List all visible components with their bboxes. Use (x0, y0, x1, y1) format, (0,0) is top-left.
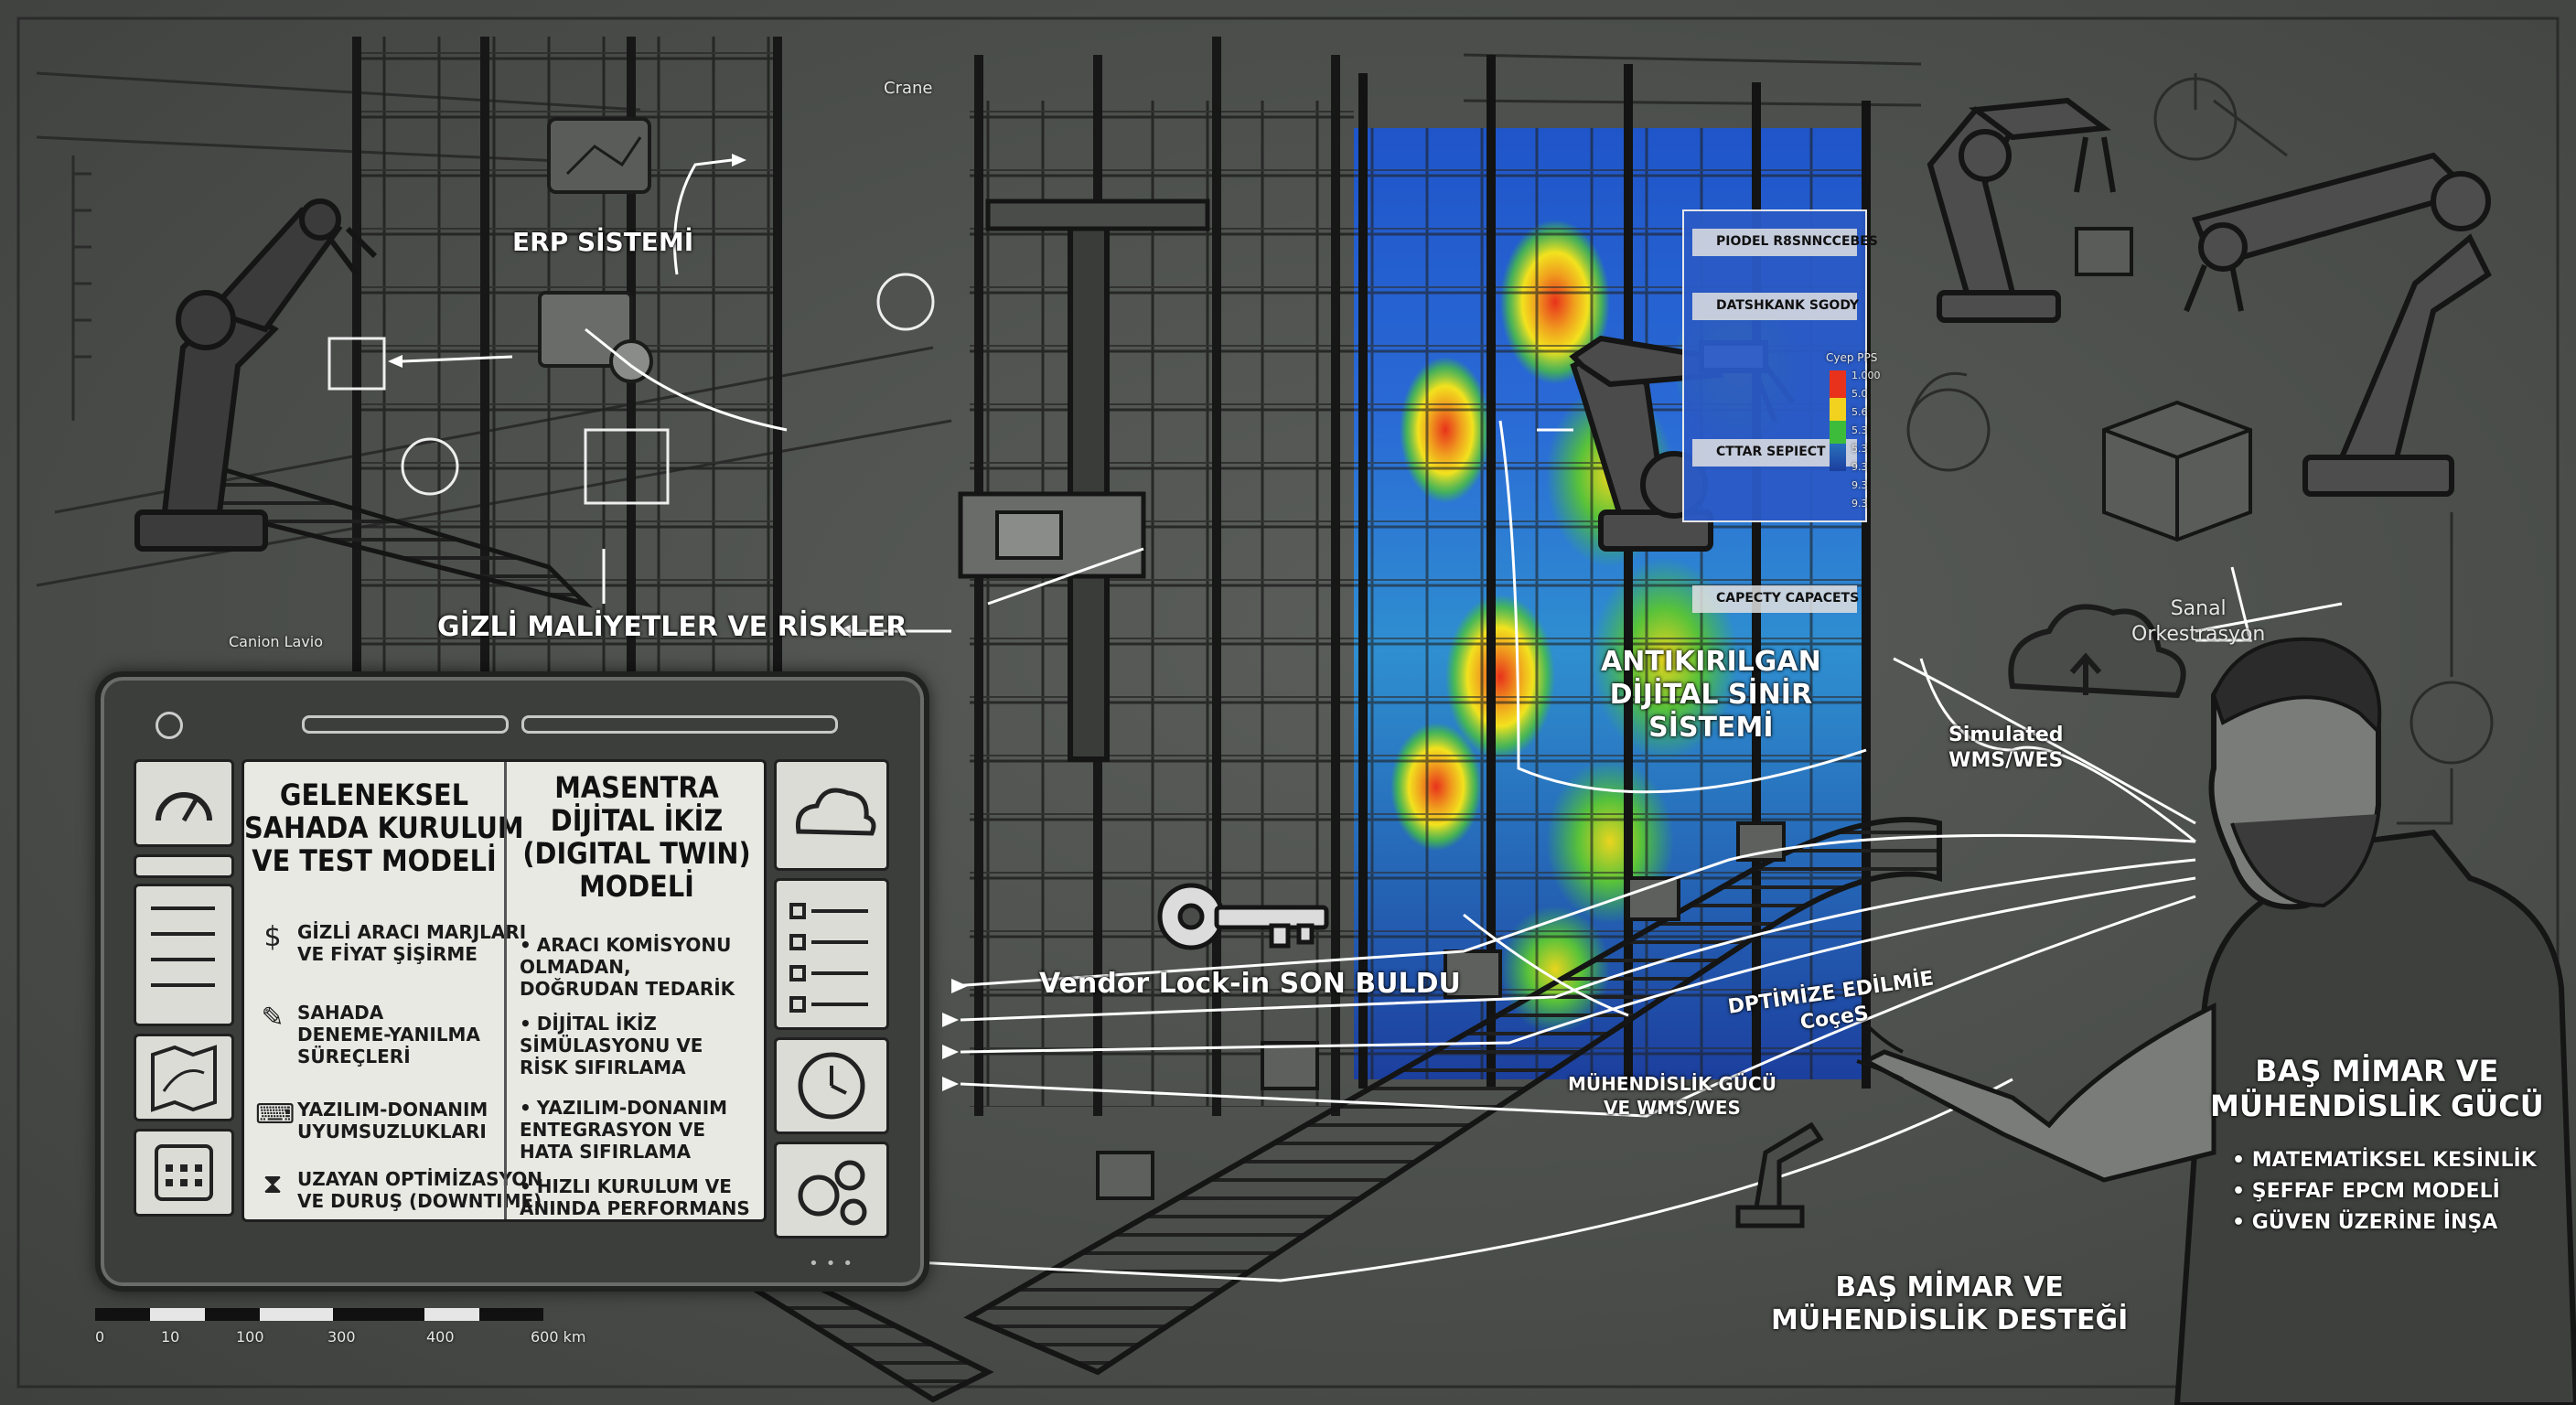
scale-tick-label: 0 (95, 1328, 105, 1346)
cloud-icon (2008, 604, 2186, 699)
robot-arm-small (1735, 1121, 1824, 1228)
stacker-crane (958, 198, 1210, 762)
traditional-model-item: YAZILIM-DONANIM UYUMSUZLUKLARI (297, 1099, 488, 1142)
dashboard-legend-value: 9.3 (1852, 498, 1868, 509)
dashboard-legend-value: 5.0 (1852, 388, 1868, 400)
chief-point-1: • MATEMATİKSEL KESİNLİK (2232, 1149, 2537, 1172)
traditional-model-item: SAHADA DENEME-YANILMA SÜREÇLERİ (297, 1002, 480, 1067)
software-hardware-icon: ⌨ (255, 1099, 295, 1131)
comparison-tablet: GELENEKSEL SAHADA KURULUM VE TEST MODELİ… (95, 671, 929, 1292)
engineering-power-wms-label: MÜHENDİSLİK GÜCÜ VE WMS/WES (1568, 1073, 1776, 1119)
flow-arrows (402, 158, 2343, 1282)
chief-point-3: • GÜVEN ÜZERİNE İNŞA (2232, 1211, 2498, 1234)
cloud-button-icon[interactable] (774, 759, 889, 871)
box-sketches (2075, 227, 2252, 542)
gauge-icon[interactable] (134, 759, 234, 847)
digital-twin-column: MASENTRA DİJİTAL İKİZ (DIGITAL TWIN) MOD… (504, 762, 767, 1219)
digital-twin-item: YAZILIM-DONANIM ENTEGRASYON VE HATA SIFI… (520, 1097, 757, 1163)
traditional-model-item: UZAYAN OPTİMİZASYON VE DURUŞ (DOWNTIME) (297, 1168, 543, 1212)
digital-twin-item: ARACI KOMİSYONU OLMADAN, DOĞRUDAN TEDARİ… (520, 934, 757, 1000)
dashboard-legend-value: 9.3 (1852, 479, 1868, 491)
dashboard-legend-value: 5.3 (1852, 443, 1868, 455)
digital-twin-item: DİJİTAL İKİZ SİMÜLASYONU VE RİSK SIFIRLA… (520, 1013, 757, 1078)
dashboard-legend-value: 9.3 (1852, 461, 1868, 473)
tablet-pill-left (302, 715, 509, 734)
key-icon (1157, 883, 1329, 950)
dashboard-row-3: CTTAR SEPIECT (1716, 445, 1826, 459)
clock-icon[interactable] (774, 1037, 889, 1134)
arrow-heads (388, 154, 968, 1270)
scale-tick-label: 10 (161, 1328, 180, 1346)
robot-arm-right-top (1927, 97, 2116, 323)
canion-label: Canion Lavio (229, 633, 323, 650)
hidden-costs-label: GİZLİ MALİYETLER VE RİSKLER (437, 611, 907, 643)
digital-twin-title: MASENTRA DİJİTAL İKİZ (DIGITAL TWIN) MOD… (522, 770, 751, 904)
erp-system-label: ERP SİSTEMİ (512, 227, 694, 257)
traditional-model-title: GELENEKSEL SAHADA KURULUM VE TEST MODELİ (244, 778, 524, 878)
tablet-topbar (137, 704, 887, 741)
crane-label: Crane (884, 79, 933, 98)
rack-middle (970, 37, 1354, 1116)
traditional-model-item: GİZLİ ARACI MARJLARI VE FİYAT ŞİŞİRME (297, 921, 527, 965)
chief-architect-figure (1856, 637, 2576, 1405)
gears-icon[interactable] (774, 1142, 889, 1239)
dashboard-board (1682, 209, 1867, 613)
vendor-lock-label: Vendor Lock-in SON BULDU (1039, 968, 1461, 1000)
money-bag-icon: $ (263, 921, 282, 953)
antifragile-label: ANTIKIRILGAN DİJİTAL SİNİR SİSTEMİ (1601, 646, 1821, 744)
hourglass-icon: ⧗ (263, 1168, 283, 1200)
scale-tick-label: 100 (236, 1328, 264, 1346)
dashboard-row-4: CAPECTY CAPACETS (1716, 591, 1860, 606)
scale-tick-label: 600 km (531, 1328, 586, 1346)
robot-arm-left (134, 198, 378, 552)
trial-error-icon: ✎ (261, 1002, 284, 1034)
calendar-icon[interactable] (134, 1129, 234, 1217)
dashboard-legend-value: 1.000 (1852, 370, 1881, 381)
digital-twin-item: HIZLI KURULUM VE ANINDA PERFORMANS (520, 1175, 757, 1219)
chief-support-label: BAŞ MİMAR VE MÜHENDİSLİK DESTEĞİ (1771, 1271, 2129, 1336)
dashboard-row-2: DATSHKANK SGODY (1716, 298, 1860, 313)
map-icon[interactable] (134, 1034, 234, 1121)
scale-bar (95, 1308, 543, 1321)
chief-point-2: • ŞEFFAF EPCM MODELİ (2232, 1180, 2500, 1203)
dashboard-legend-title: Cyep PPS (1826, 351, 1878, 364)
refresh-icon (156, 712, 183, 739)
scale-tick-label: 400 (426, 1328, 455, 1346)
dashboard-legend-value: 5.3 (1852, 424, 1868, 436)
traditional-model-column: GELENEKSEL SAHADA KURULUM VE TEST MODELİ… (244, 762, 543, 1219)
tablet-dots: ••• (809, 1254, 860, 1273)
slider-control[interactable] (134, 854, 234, 878)
panel-list-icon[interactable] (774, 878, 889, 1030)
tablet-pill-right (521, 715, 838, 734)
dashboard-legend-value: 5.6 (1852, 406, 1868, 418)
virtual-orchestration-label: Sanal Orkestrasyon (2131, 597, 2266, 646)
dashboard-row-1: PIODEL R8SNNCCEBES (1716, 234, 1878, 249)
chief-points-list: • MATEMATİKSEL KESİNLİK • ŞEFFAF EPCM MO… (2232, 1145, 2537, 1239)
scale-tick-label: 300 (327, 1328, 356, 1346)
robot-arm-right (2184, 152, 2492, 497)
chief-power-label: BAŞ MİMAR VE MÜHENDİSLİK GÜCÜ (2210, 1054, 2544, 1123)
comparison-panel: GELENEKSEL SAHADA KURULUM VE TEST MODELİ… (242, 759, 767, 1222)
list-icon[interactable] (134, 884, 234, 1026)
simulated-wms-label: Simulated WMS/WES (1948, 724, 2064, 772)
